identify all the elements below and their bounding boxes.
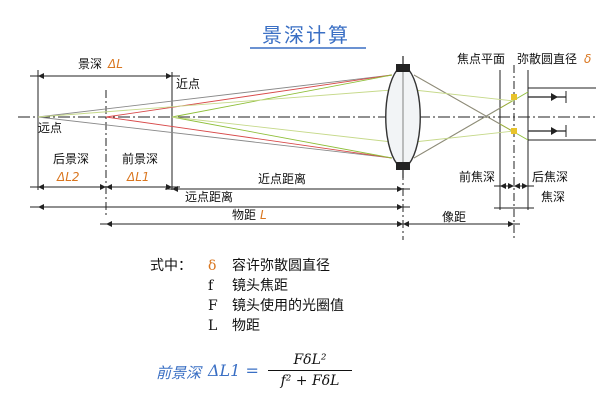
near-point-top-label: 近点 <box>176 77 200 91</box>
front-dof-formula: 前景深 ΔL1 = FδL² f² + FδL <box>150 350 450 400</box>
legend-symbol: f <box>208 278 214 294</box>
circle-of-confusion-label: 弥散圆直径 <box>517 51 577 66</box>
fraction-bar <box>268 370 352 371</box>
image-distance-label: 像距 <box>442 210 466 224</box>
light-rays <box>37 74 529 159</box>
variable-legend: 式中： δ 容许弥散圆直径 f 镜头焦距 F 镜头使用的光圈值 L 物距 <box>150 256 450 336</box>
delta-l-label: ΔL <box>107 57 123 71</box>
legend-symbol: δ <box>208 258 217 274</box>
depth-of-field-label: 景深 <box>78 57 102 71</box>
near-point-left-label: 远点 <box>38 121 62 135</box>
formula-numerator: FδL² <box>293 352 327 368</box>
legend-row-F: F 镜头使用的光圈值 <box>150 296 450 316</box>
focal-depth-label: 焦深 <box>541 190 565 204</box>
rear-focal-depth-label: 后焦深 <box>532 170 568 184</box>
legend-lead: 式中： <box>150 258 192 274</box>
focal-plane-label: 焦点平面 <box>457 52 505 66</box>
delta-symbol-label: δ <box>584 52 591 66</box>
formula-lhs: ΔL1 = <box>208 361 259 380</box>
focal-spot-markers <box>511 87 596 141</box>
legend-symbol: F <box>208 298 218 314</box>
legend-description: 容许弥散圆直径 <box>232 258 330 274</box>
diagram-title: 景深计算 <box>262 23 350 47</box>
legend-description: 镜头使用的光圈值 <box>232 298 344 314</box>
legend-symbol: L <box>208 318 218 334</box>
legend-row-f: f 镜头焦距 <box>150 276 450 296</box>
near-point-distance-label: 近点距离 <box>258 171 306 186</box>
legend-row-L: L 物距 <box>150 316 450 336</box>
delta-l2-label: ΔL2 <box>56 170 80 184</box>
formula-label: 前景深 <box>156 364 202 382</box>
formula-fraction: FδL² f² + FδL <box>268 350 352 391</box>
legend-description: 镜头焦距 <box>232 278 288 294</box>
legend-description: 物距 <box>232 318 260 334</box>
delta-l1-label: ΔL1 <box>126 170 150 184</box>
dimension-arrows <box>38 73 528 227</box>
formula-denominator: f² + FδL <box>280 373 340 389</box>
object-distance-symbol: L <box>260 208 267 222</box>
object-distance-label: 物距 <box>232 208 256 222</box>
front-focal-depth-label: 前焦深 <box>459 169 495 184</box>
far-point-distance-label: 远点距离 <box>185 189 233 204</box>
rear-dof-label: 后景深 <box>53 152 89 166</box>
front-dof-label: 前景深 <box>122 151 158 166</box>
lens <box>385 56 421 178</box>
legend-row-delta: 式中： δ 容许弥散圆直径 <box>150 256 450 276</box>
